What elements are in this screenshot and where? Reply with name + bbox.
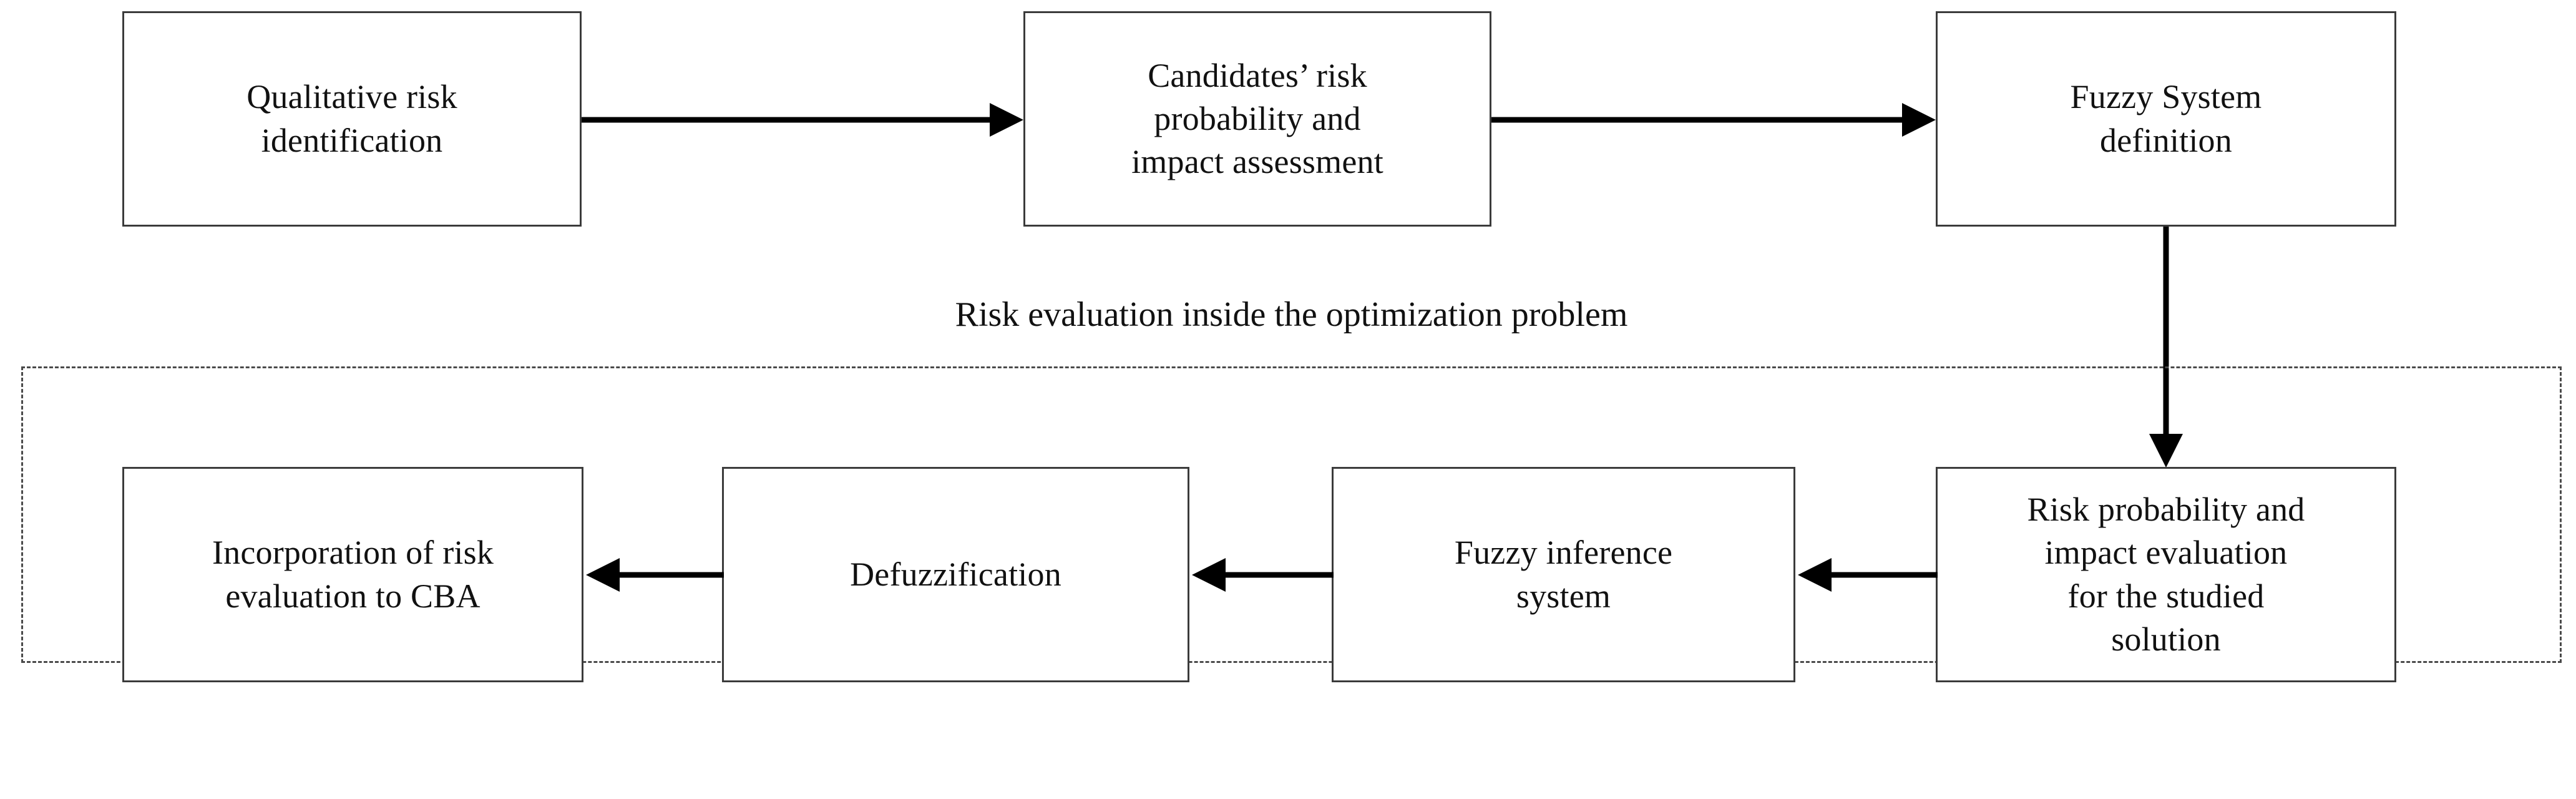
node-label: Defuzzification xyxy=(850,555,1061,593)
arrow-risk-evaluation-to-fuzzy-inference xyxy=(1795,555,1938,595)
arrow-fuzzy-inference-to-defuzzification xyxy=(1189,555,1334,595)
group-caption: Risk evaluation inside the optimization … xyxy=(955,295,1628,334)
arrow-candidates-to-fuzzy-system xyxy=(1491,100,1938,140)
arrow-fuzzy-system-to-risk-evaluation xyxy=(2146,227,2186,470)
node-risk-probability-and-impact-evaluation-for-the-studied-solution[interactable]: Risk probability and impact evaluation f… xyxy=(1936,467,2396,682)
node-fuzzy-system-definition[interactable]: Fuzzy System definition xyxy=(1936,11,2396,227)
risk-evaluation-group-region xyxy=(21,366,2562,663)
node-label: Qualitative risk identification xyxy=(246,78,457,159)
node-label: Risk probability and impact evaluation f… xyxy=(2027,491,2305,658)
arrow-defuzzification-to-incorporation xyxy=(583,555,724,595)
node-candidates-risk-probability-and-impact-assessment[interactable]: Candidates’ risk probability and impact … xyxy=(1023,11,1491,227)
node-incorporation-of-risk-evaluation-to-cba[interactable]: Incorporation of risk evaluation to CBA xyxy=(122,467,583,682)
node-qualitative-risk-identification[interactable]: Qualitative risk identification xyxy=(122,11,582,227)
arrow-qualitative-to-candidates xyxy=(582,100,1026,140)
node-defuzzification[interactable]: Defuzzification xyxy=(722,467,1189,682)
node-label: Fuzzy System definition xyxy=(2070,78,2262,159)
node-label: Fuzzy inference system xyxy=(1454,534,1673,615)
node-fuzzy-inference-system[interactable]: Fuzzy inference system xyxy=(1332,467,1795,682)
node-label: Incorporation of risk evaluation to CBA xyxy=(212,534,494,615)
node-label: Candidates’ risk probability and impact … xyxy=(1131,56,1383,181)
